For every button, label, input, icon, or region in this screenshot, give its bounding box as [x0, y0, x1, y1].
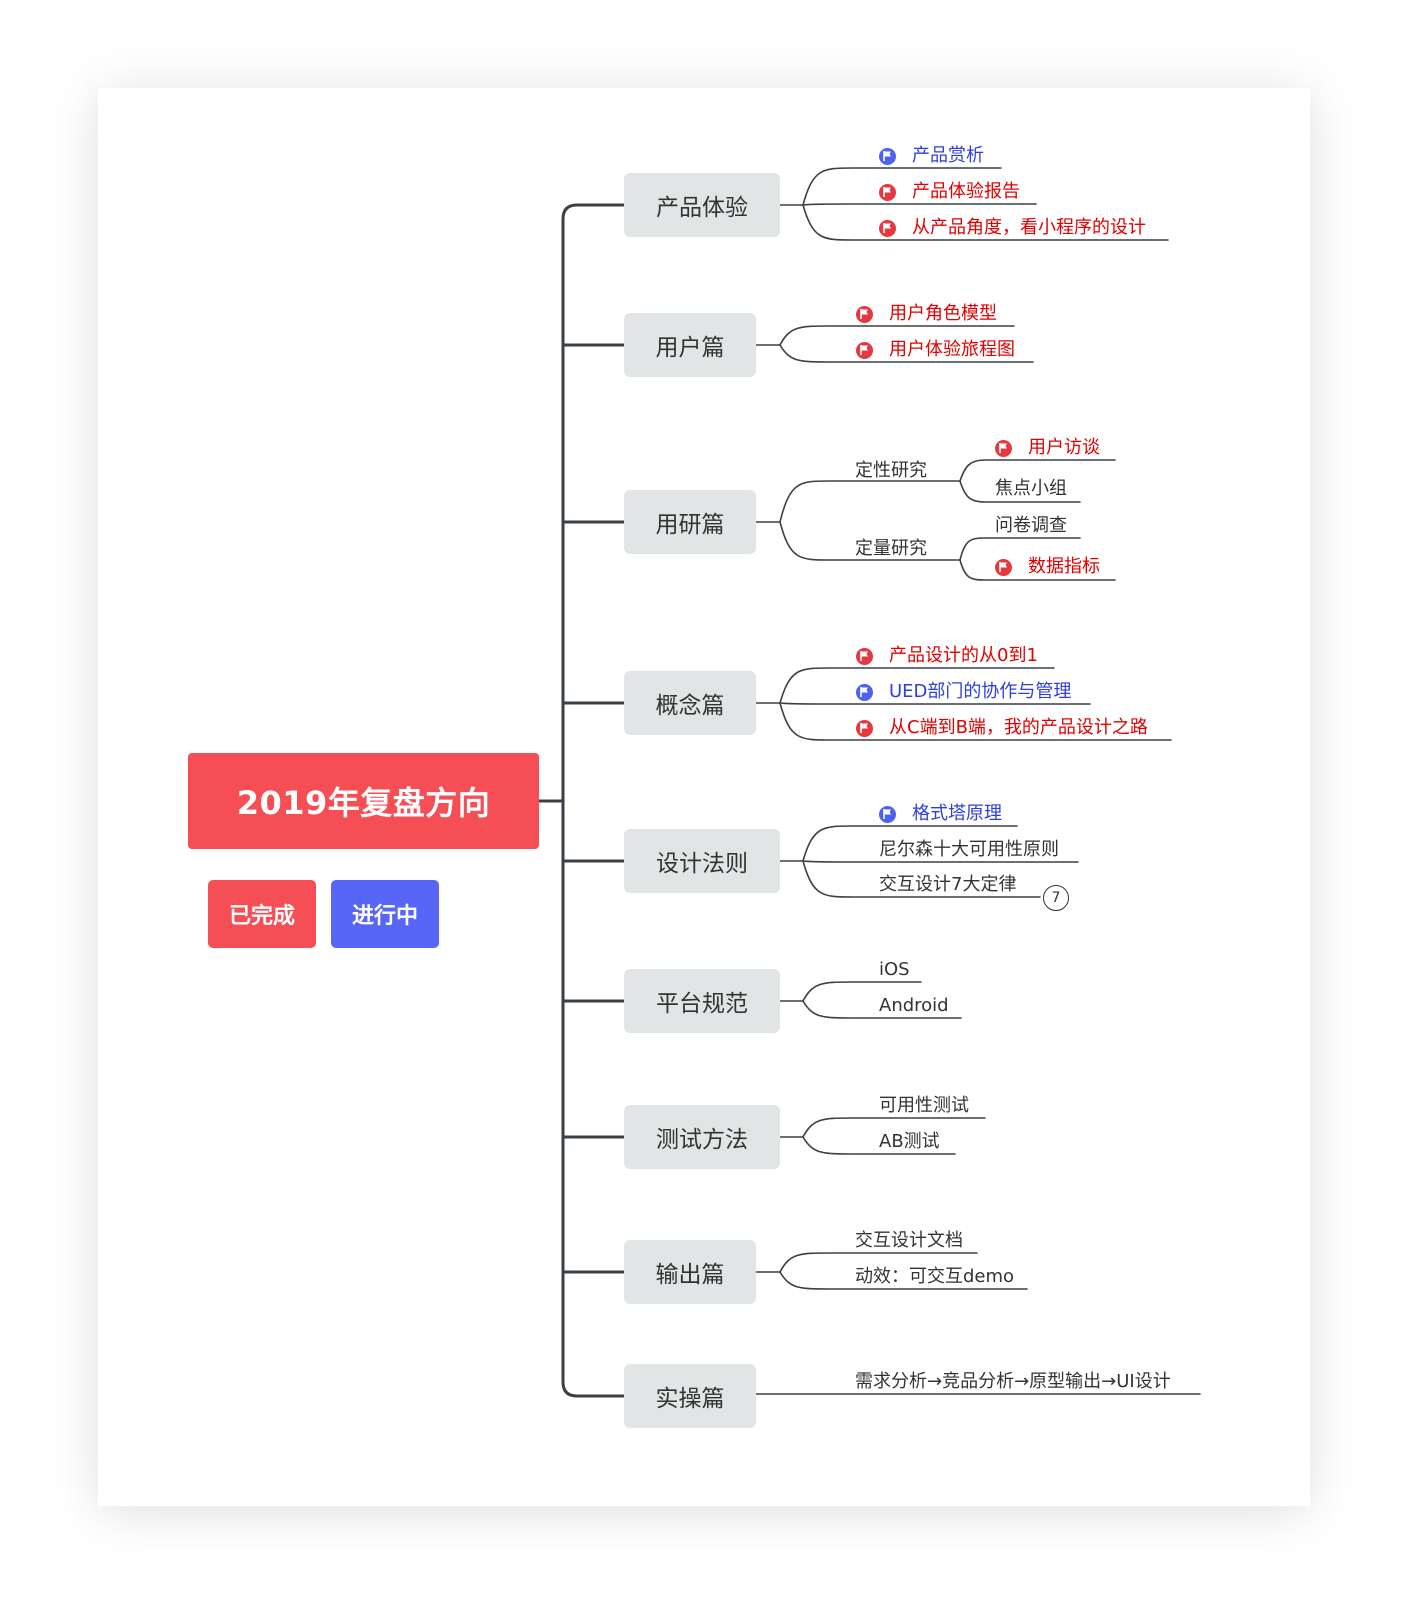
leaf-practice-flow[interactable]: 需求分析→竞品分析→原型输出→UI设计	[855, 1370, 1171, 1394]
subtopic-qualitative-research[interactable]: 定性研究	[855, 460, 927, 481]
flag-icon	[856, 647, 873, 665]
flag-icon	[856, 683, 873, 701]
leaf-label: 从C端到B端，我的产品设计之路	[889, 717, 1148, 738]
leaf-label: 数据指标	[1028, 556, 1100, 577]
flag-icon	[879, 219, 896, 237]
flag-icon	[879, 805, 896, 823]
leaf-label: 从产品角度，看小程序的设计	[912, 217, 1146, 238]
leaf-label: 产品赏析	[912, 145, 984, 166]
leaf-product-appreciation[interactable]: 产品赏析	[879, 144, 984, 168]
leaf-user-persona[interactable]: 用户角色模型	[856, 302, 997, 326]
leaf-ios[interactable]: iOS	[879, 958, 910, 982]
leaf-ab-testing[interactable]: AB测试	[879, 1130, 940, 1154]
leaf-label: 可用性测试	[879, 1095, 969, 1116]
flag-icon	[879, 147, 896, 165]
leaf-label: Android	[879, 995, 949, 1016]
leaf-ued-collaboration[interactable]: UED部门的协作与管理	[856, 680, 1071, 704]
leaf-nielsen-heuristics[interactable]: 尼尔森十大可用性原则	[879, 838, 1059, 862]
leaf-label: 交互设计文档	[855, 1230, 963, 1251]
leaf-label: iOS	[879, 959, 910, 980]
leaf-product-design-0-to-1[interactable]: 产品设计的从0到1	[856, 644, 1038, 668]
leaf-gestalt-principles[interactable]: 格式塔原理	[879, 802, 1002, 826]
leaf-c-to-b-design[interactable]: 从C端到B端，我的产品设计之路	[856, 716, 1148, 740]
leaf-questionnaire[interactable]: 问卷调查	[995, 514, 1067, 538]
legend-done-button[interactable]: 已完成	[208, 880, 316, 948]
leaf-label: 焦点小组	[995, 478, 1067, 499]
branch-design-principles[interactable]: 设计法则	[624, 829, 780, 893]
leaf-label: 交互设计7大定律	[879, 874, 1017, 895]
branch-concept[interactable]: 概念篇	[624, 671, 756, 735]
leaf-label: 用户角色模型	[889, 303, 997, 324]
flag-icon	[856, 719, 873, 737]
branch-product-experience[interactable]: 产品体验	[624, 173, 780, 237]
branch-platform-guidelines[interactable]: 平台规范	[624, 969, 780, 1033]
leaf-label: AB测试	[879, 1131, 940, 1152]
leaf-label: 格式塔原理	[912, 803, 1002, 824]
leaf-product-experience-report[interactable]: 产品体验报告	[879, 180, 1020, 204]
branch-user[interactable]: 用户篇	[624, 313, 756, 377]
leaf-interaction-doc[interactable]: 交互设计文档	[855, 1229, 963, 1253]
leaf-data-metrics[interactable]: 数据指标	[995, 555, 1100, 579]
branch-practice[interactable]: 实操篇	[624, 1364, 756, 1428]
leaf-user-journey-map[interactable]: 用户体验旅程图	[856, 338, 1015, 362]
flag-icon	[879, 183, 896, 201]
flag-icon	[995, 439, 1012, 457]
leaf-user-interview[interactable]: 用户访谈	[995, 436, 1100, 460]
leaf-usability-testing[interactable]: 可用性测试	[879, 1094, 969, 1118]
branch-user-research[interactable]: 用研篇	[624, 490, 756, 554]
leaf-label: 问卷调查	[995, 515, 1067, 536]
leaf-label: 动效：可交互demo	[855, 1266, 1015, 1287]
flag-icon	[856, 341, 873, 359]
root-topic[interactable]: 2019年复盘方向	[188, 753, 539, 849]
leaf-label: 用户体验旅程图	[889, 339, 1015, 360]
leaf-label: 产品设计的从0到1	[889, 645, 1038, 666]
subtopic-count-badge[interactable]: 7	[1043, 885, 1069, 911]
leaf-label: UED部门的协作与管理	[889, 681, 1072, 702]
flag-icon	[856, 305, 873, 323]
legend-in-progress-button[interactable]: 进行中	[331, 880, 439, 948]
leaf-mini-program-design[interactable]: 从产品角度，看小程序的设计	[879, 216, 1146, 240]
leaf-label: 尼尔森十大可用性原则	[879, 839, 1059, 860]
leaf-label: 用户访谈	[1028, 437, 1100, 458]
leaf-android[interactable]: Android	[879, 994, 949, 1018]
branch-testing-methods[interactable]: 测试方法	[624, 1105, 780, 1169]
leaf-label: 需求分析→竞品分析→原型输出→UI设计	[855, 1371, 1171, 1392]
leaf-interaction-laws[interactable]: 交互设计7大定律	[879, 873, 1016, 897]
subtopic-quantitative-research[interactable]: 定量研究	[855, 538, 927, 559]
leaf-motion-demo[interactable]: 动效：可交互demo	[855, 1265, 1014, 1289]
branch-output[interactable]: 输出篇	[624, 1240, 756, 1304]
leaf-focus-group[interactable]: 焦点小组	[995, 477, 1067, 501]
flag-icon	[995, 558, 1012, 576]
leaf-label: 产品体验报告	[912, 181, 1020, 202]
